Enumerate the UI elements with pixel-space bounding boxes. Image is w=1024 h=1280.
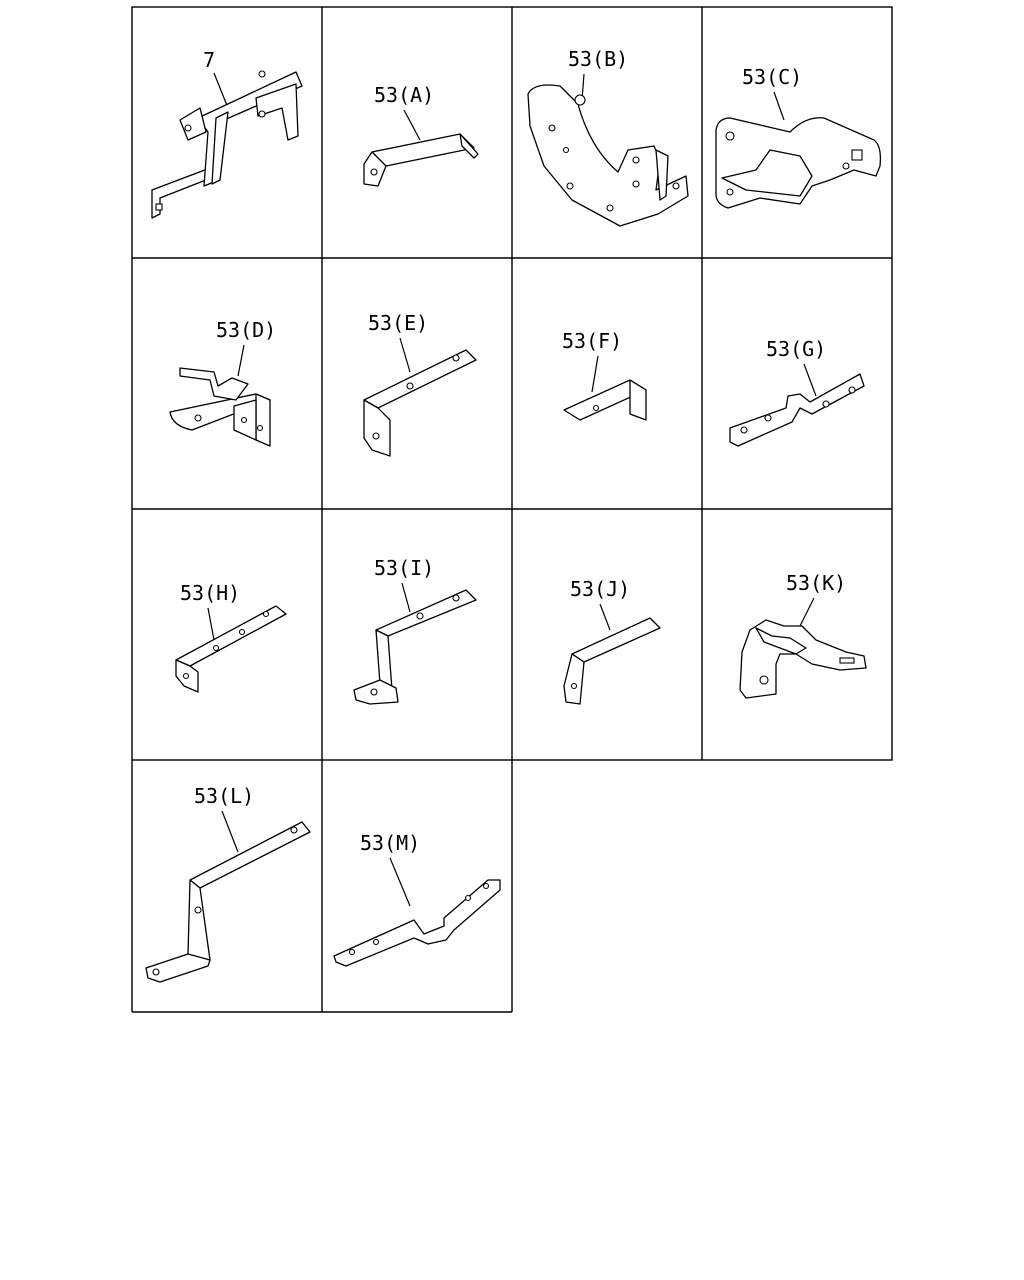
bracket-53l-drawing xyxy=(145,821,311,983)
part-label-53d: 53(D) xyxy=(216,318,276,342)
cell-part-53k: 53(K) xyxy=(739,571,867,699)
bracket-53j-drawing xyxy=(563,617,661,705)
cell-part-53b: 53(B) xyxy=(527,47,689,227)
part-label-7: 7 xyxy=(203,48,215,72)
part-label-53g: 53(G) xyxy=(766,337,826,361)
cell-part-53l: 53(L) xyxy=(145,784,311,983)
cell-part-53d: 53(D) xyxy=(169,318,276,447)
bracket-7-drawing xyxy=(151,70,303,219)
part-label-53h: 53(H) xyxy=(180,581,240,605)
bracket-53k-drawing xyxy=(739,619,867,699)
cell-part-53g: 53(G) xyxy=(729,337,865,447)
bracket-53d-drawing xyxy=(169,367,271,447)
cell-part-53c: 53(C) xyxy=(715,65,882,209)
bracket-53h-drawing xyxy=(175,605,287,693)
part-label-53m: 53(M) xyxy=(360,831,420,855)
part-label-53i: 53(I) xyxy=(374,556,434,580)
part-label-53a: 53(A) xyxy=(374,83,434,107)
part-label-53e: 53(E) xyxy=(368,311,428,335)
cell-part-53h: 53(H) xyxy=(175,581,287,693)
bracket-53a-drawing xyxy=(363,133,479,187)
part-label-53j: 53(J) xyxy=(570,577,630,601)
cell-part-53m: 53(M) xyxy=(333,831,501,967)
bracket-53b-drawing xyxy=(527,84,689,227)
bracket-53c-drawing xyxy=(715,117,882,209)
part-label-53c: 53(C) xyxy=(742,65,802,89)
cell-part-53a: 53(A) xyxy=(363,83,479,187)
cell-part-7: 7 xyxy=(151,48,303,219)
part-label-53f: 53(F) xyxy=(562,329,622,353)
bracket-53i-drawing xyxy=(353,589,477,705)
bracket-53e-drawing xyxy=(363,349,477,457)
bracket-53m-drawing xyxy=(333,879,501,967)
cell-part-53f: 53(F) xyxy=(562,329,647,421)
bracket-53f-drawing xyxy=(563,379,647,421)
part-label-53l: 53(L) xyxy=(194,784,254,808)
cell-part-53i: 53(I) xyxy=(353,556,477,705)
cell-part-53j: 53(J) xyxy=(563,577,661,705)
grid-frame xyxy=(131,6,893,1013)
bracket-53g-drawing xyxy=(729,373,865,447)
part-label-53b: 53(B) xyxy=(568,47,628,71)
part-label-53k: 53(K) xyxy=(786,571,846,595)
cell-part-53e: 53(E) xyxy=(363,311,477,457)
